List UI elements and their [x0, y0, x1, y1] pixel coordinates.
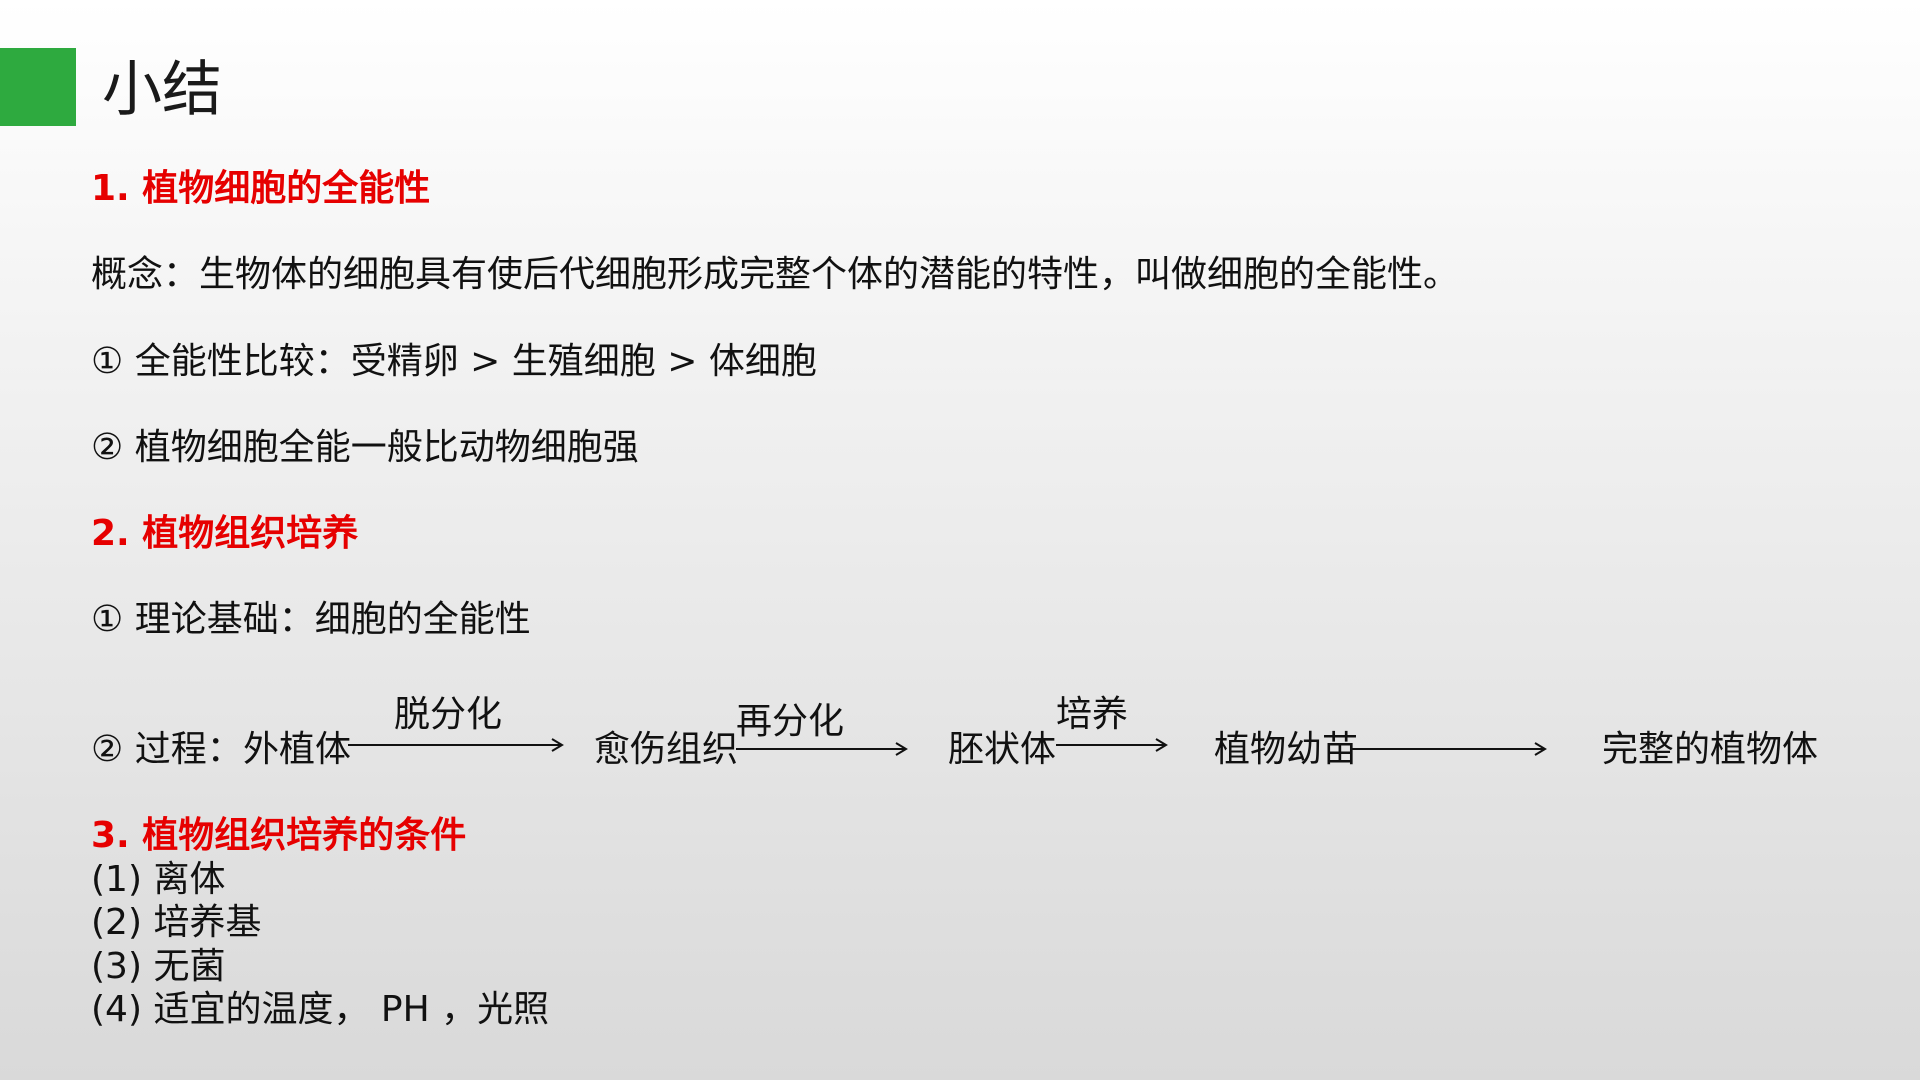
process-arrow-1 [348, 738, 564, 752]
plant-vs-animal-totipotency: ② 植物细胞全能一般比动物细胞强 [91, 427, 639, 468]
arrow-label-culture: 培养 [1056, 694, 1129, 735]
process-node-seedling: 植物幼苗 [1214, 729, 1359, 770]
condition-item: (3) 无菌 [91, 946, 226, 987]
slide-title: 小结 [102, 55, 222, 125]
section-3-heading: 3. 植物组织培养的条件 [91, 815, 467, 856]
section-2-heading: 2. 植物组织培养 [91, 513, 359, 554]
condition-item: (1) 离体 [91, 859, 226, 900]
section-1-heading: 1. 植物细胞的全能性 [91, 168, 431, 209]
condition-item: (2) 培养基 [91, 902, 262, 943]
theory-basis: ① 理论基础：细胞的全能性 [91, 599, 531, 640]
arrow-label-dedifferentiation: 脱分化 [394, 694, 503, 735]
process-node-embryoid: 胚状体 [948, 729, 1057, 770]
process-node-callus: 愈伤组织 [594, 729, 739, 770]
process-arrow-3 [1056, 738, 1168, 752]
process-arrow-2 [736, 742, 908, 756]
process-prefix: ② 过程： [91, 729, 243, 770]
arrow-label-redifferentiation: 再分化 [736, 701, 845, 742]
process-node-explant: 外植体 [243, 729, 352, 770]
totipotency-comparison: ① 全能性比较：受精卵 > 生殖细胞 > 体细胞 [91, 341, 817, 382]
process-node-whole-plant: 完整的植物体 [1602, 729, 1819, 770]
process-arrow-4 [1352, 742, 1547, 756]
concept-text: 概念：生物体的细胞具有使后代细胞形成完整个体的潜能的特性，叫做细胞的全能性。 [91, 254, 1460, 295]
condition-item: (4) 适宜的温度， PH ，光照 [91, 989, 550, 1030]
title-accent-bar [0, 48, 76, 126]
